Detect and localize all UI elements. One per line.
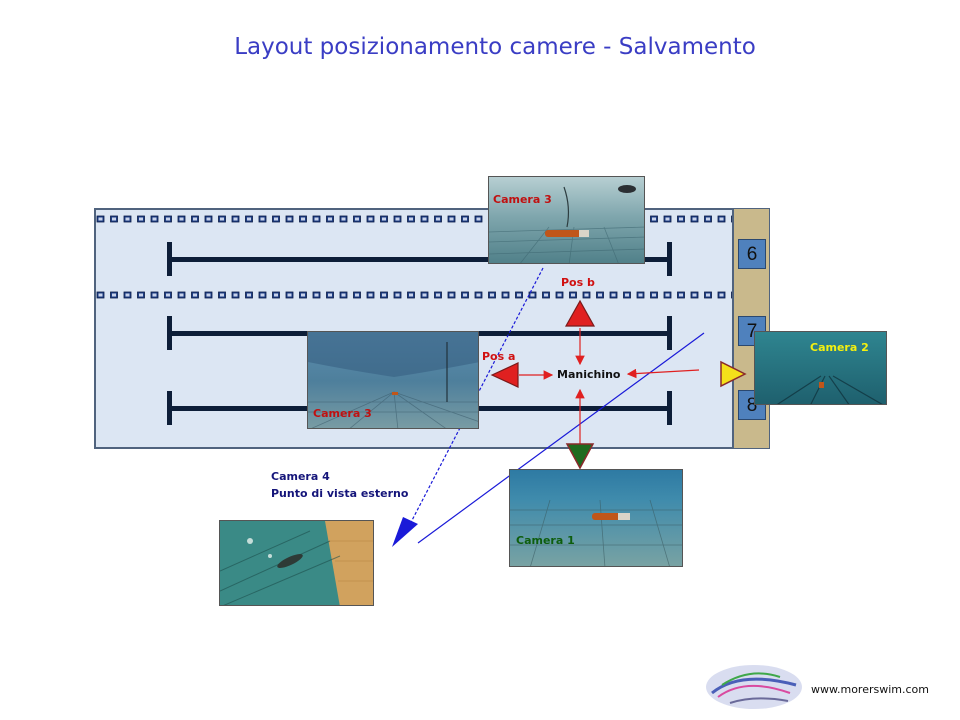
pos-b-label: Pos b [561, 276, 595, 289]
lane-rope-middle [96, 290, 732, 300]
lane-line-1-start [167, 242, 172, 276]
pos-a-label: Pos a [482, 350, 516, 363]
camera4-arrowhead [392, 517, 418, 547]
lane-rope-top [96, 214, 732, 224]
camera-1-photo [509, 469, 683, 567]
camera4-sight-line [417, 332, 705, 544]
lane-number-8: 8 [738, 390, 766, 420]
lane-line-2-end [667, 316, 672, 350]
camera1-marker [565, 443, 595, 470]
lane-line-2-start [167, 316, 172, 350]
morerswim-logo [706, 665, 802, 709]
website-url[interactable]: www.morerswim.com [811, 683, 929, 696]
lane-line-3-end [667, 391, 672, 425]
manichino-label: Manichino [557, 368, 621, 381]
camera-2-label: Camera 2 [810, 341, 869, 354]
lane-line-3-start [167, 391, 172, 425]
camera2-marker [720, 360, 747, 388]
lane-line-1 [170, 257, 670, 262]
lane-line-1-end [667, 242, 672, 276]
camera-1-label: Camera 1 [516, 534, 575, 547]
camera-3-top-label: Camera 3 [493, 193, 552, 206]
pos-a-marker [490, 362, 519, 388]
camera-2-photo [754, 331, 887, 405]
camera-3-top-photo [488, 176, 645, 264]
lane-number-6: 6 [738, 239, 766, 269]
pos-b-marker [564, 299, 596, 327]
camera-4-photo [219, 520, 374, 606]
camera-3-photo [307, 331, 479, 429]
camera-4-viewpoint-label: Punto di vista esterno [271, 487, 409, 500]
camera-3-label: Camera 3 [313, 407, 372, 420]
slide-title: Layout posizionamento camere - Salvament… [234, 34, 756, 60]
arrow-camera2-to-manichino [626, 368, 700, 379]
camera-4-label: Camera 4 [271, 470, 330, 483]
